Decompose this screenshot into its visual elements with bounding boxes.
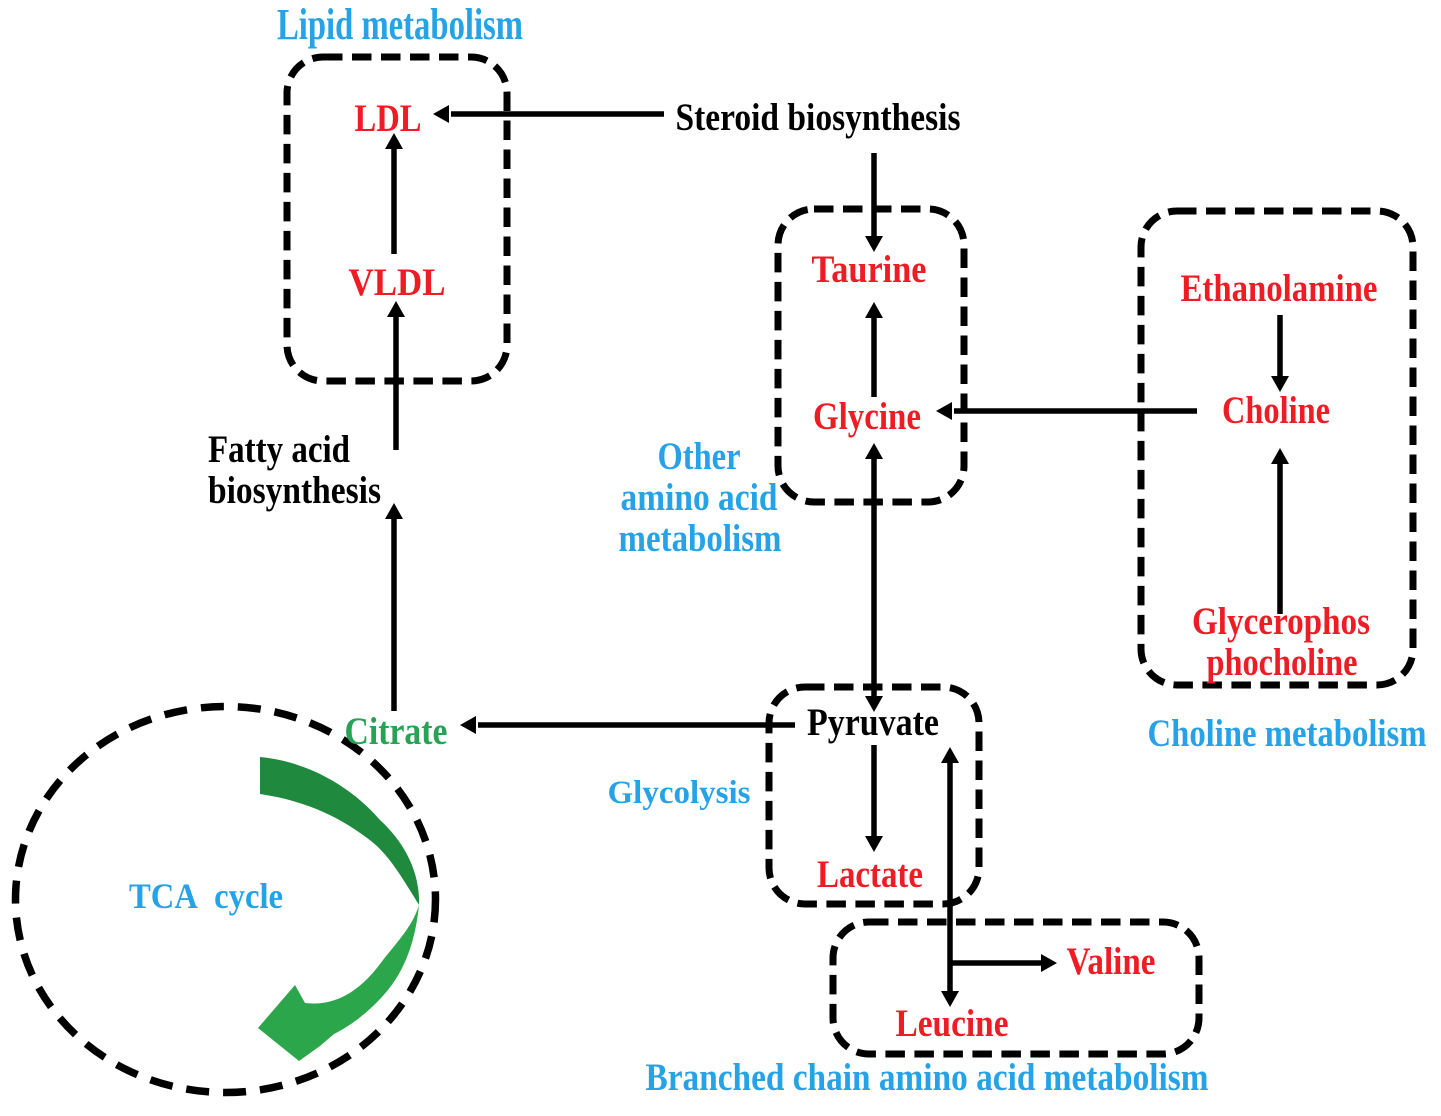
svg-text:TCA cycle: TCA cycle xyxy=(129,876,283,916)
svg-text:Citrate: Citrate xyxy=(345,710,448,753)
svg-text:amino acid: amino acid xyxy=(621,476,778,519)
svg-text:Glycerophos: Glycerophos xyxy=(1192,600,1370,643)
svg-text:Choline metabolism: Choline metabolism xyxy=(1148,712,1427,755)
svg-text:Glycolysis: Glycolysis xyxy=(608,775,751,811)
svg-text:Ethanolamine: Ethanolamine xyxy=(1181,267,1378,310)
svg-text:Branched chain amino acid meta: Branched chain amino acid metabolism xyxy=(646,1056,1209,1099)
svg-text:Fatty acid: Fatty acid xyxy=(208,428,350,471)
svg-text:LDL: LDL xyxy=(355,97,422,140)
svg-text:Glycine: Glycine xyxy=(813,395,921,438)
svg-text:Leucine: Leucine xyxy=(896,1002,1009,1045)
svg-text:Choline: Choline xyxy=(1222,389,1330,432)
svg-text:Other: Other xyxy=(658,435,741,478)
svg-text:VLDL: VLDL xyxy=(349,261,446,304)
svg-text:phocholine: phocholine xyxy=(1207,641,1358,684)
svg-text:metabolism: metabolism xyxy=(619,517,782,560)
svg-text:Pyruvate: Pyruvate xyxy=(807,701,939,744)
svg-text:biosynthesis: biosynthesis xyxy=(208,469,381,512)
svg-text:Lactate: Lactate xyxy=(817,853,923,896)
svg-text:Lipid metabolism: Lipid metabolism xyxy=(277,0,523,49)
svg-text:Valine: Valine xyxy=(1067,940,1156,983)
svg-text:Taurine: Taurine xyxy=(812,248,927,291)
svg-text:Steroid biosynthesis: Steroid biosynthesis xyxy=(676,96,961,139)
